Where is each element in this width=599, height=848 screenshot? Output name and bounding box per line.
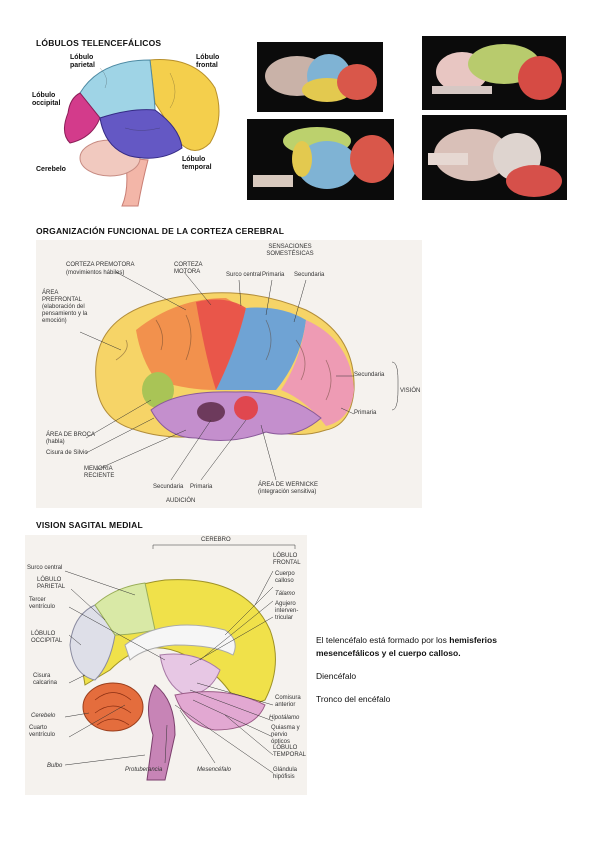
brain-photo-lateral-2 bbox=[247, 119, 394, 200]
label-mesencefalo: Mesencéfalo bbox=[197, 767, 232, 773]
label-cerebelo-3: Cerebelo bbox=[31, 713, 56, 719]
label-motora: CORTEZA MOTORA bbox=[174, 262, 203, 275]
label-vision: VISIÓN bbox=[400, 388, 421, 394]
label-sensaciones: SENSACIONES SOMESTÉSICAS bbox=[266, 244, 314, 257]
label-bulbo: Bulbo bbox=[47, 763, 63, 769]
label-comisura: Comisura anterior bbox=[275, 695, 301, 708]
label-parietal-3: LÓBULO PARIETAL bbox=[37, 577, 66, 590]
lobes-diagram: Lóbulo parietal Lóbulo frontal Lóbulo oc… bbox=[30, 48, 240, 208]
cortex-illustration bbox=[79, 271, 399, 481]
section-title-organizacion: ORGANIZACIÓN FUNCIONAL DE LA CORTEZA CER… bbox=[36, 226, 285, 236]
label-quiasma: Quiasma y nervio ópticos bbox=[271, 725, 300, 745]
brain-photo-lateral bbox=[257, 42, 383, 112]
label-audicion-primaria: Primaria bbox=[190, 484, 213, 490]
label-surco-central-3: Surco central bbox=[27, 565, 63, 571]
label-parietal: Lóbulo parietal bbox=[70, 54, 95, 69]
label-temporal: Lóbulo temporal bbox=[182, 156, 212, 171]
brain-photo-ventral bbox=[422, 115, 567, 200]
label-cuerpo-calloso: Cuerpo calloso bbox=[275, 571, 295, 584]
label-cisura-calcarina: Cisura calcarina bbox=[33, 673, 58, 686]
sagittal-medial-diagram: CEREBRO Surco central LÓBULO PARIETAL Te… bbox=[25, 535, 307, 795]
label-talamo: Tálamo bbox=[275, 591, 296, 597]
label-vision-secundaria: Secundaria bbox=[354, 372, 385, 378]
label-hipofisis: Glándula hipófisis bbox=[273, 767, 298, 780]
label-wernicke-sub: (integración sensitiva) bbox=[258, 489, 317, 495]
section-title-sagital: VISION SAGITAL MEDIAL bbox=[36, 520, 143, 530]
label-broca-sub: (habla) bbox=[46, 439, 65, 445]
label-agujero: Agujero interven-tricular bbox=[275, 601, 299, 621]
paragraph-telencefalo-bold: hemisferios mesencefálicos y el cuerpo c… bbox=[316, 635, 497, 658]
paragraph-tronco: Tronco del encéfalo bbox=[316, 694, 391, 704]
label-temporal-3: LÓBULO TEMPORAL bbox=[273, 745, 307, 758]
label-prefrontal: ÁREA PREFRONTAL bbox=[42, 290, 82, 303]
paragraph-telencefalo-text: El telencéfalo está formado por los bbox=[316, 635, 450, 645]
paragraph-diencefalo: Diencéfalo bbox=[316, 671, 357, 681]
label-occipital: Lóbulo occipital bbox=[32, 92, 61, 107]
label-audicion-secundaria: Secundaria bbox=[153, 484, 184, 490]
label-premotora: CORTEZA PREMOTORA bbox=[66, 262, 135, 268]
label-occipital-3: LÓBULO OCCIPITAL bbox=[31, 631, 63, 644]
lobes-illustration bbox=[64, 59, 220, 207]
label-cuarto-ventriculo: Cuarto ventrículo bbox=[29, 725, 56, 738]
label-wernicke: ÁREA DE WERNICKE bbox=[258, 482, 319, 488]
sagittal-illustration bbox=[64, 544, 296, 781]
brain-photo-lateral-image bbox=[265, 54, 377, 102]
label-cerebro: CEREBRO bbox=[201, 537, 231, 543]
label-frontal: Lóbulo frontal bbox=[196, 54, 220, 69]
brain-photo-ventral-image bbox=[428, 129, 562, 197]
label-primaria: Primaria bbox=[262, 272, 285, 278]
label-tercer-ventriculo: Tercer ventrículo bbox=[29, 597, 56, 610]
label-secundaria: Secundaria bbox=[294, 272, 325, 278]
paragraph-telencefalo: El telencéfalo está formado por los hemi… bbox=[316, 634, 556, 660]
brain-photo-medial bbox=[422, 36, 566, 110]
label-hipotalamo: Hipotálamo bbox=[269, 715, 300, 721]
label-audicion: AUDICIÓN bbox=[166, 498, 196, 504]
label-premotora-sub: (movimientos hábiles) bbox=[66, 270, 125, 276]
cortex-functional-diagram: CORTEZA PREMOTORA (movimientos hábiles) … bbox=[36, 240, 422, 508]
label-broca: ÁREA DE BROCA bbox=[46, 432, 96, 438]
label-protuberancia: Protuberancia bbox=[125, 767, 163, 773]
brain-photo-lateral-2-image bbox=[253, 127, 394, 189]
label-cerebelo: Cerebelo bbox=[36, 166, 66, 173]
label-vision-primaria: Primaria bbox=[354, 410, 377, 416]
label-frontal-3: LÓBULO FRONTAL bbox=[273, 553, 301, 566]
label-surco-central: Surco central bbox=[226, 272, 262, 278]
section-title-lobulos: LÓBULOS TELENCEFÁLICOS bbox=[36, 38, 162, 48]
brain-photo-medial-image bbox=[432, 44, 562, 100]
label-prefrontal-sub: (elaboración del pensamiento y la emoció… bbox=[42, 304, 88, 324]
label-memoria: MEMORIA RECIENTE bbox=[84, 466, 115, 479]
label-cisura-silvio: Cisura de Silvio bbox=[46, 450, 88, 456]
